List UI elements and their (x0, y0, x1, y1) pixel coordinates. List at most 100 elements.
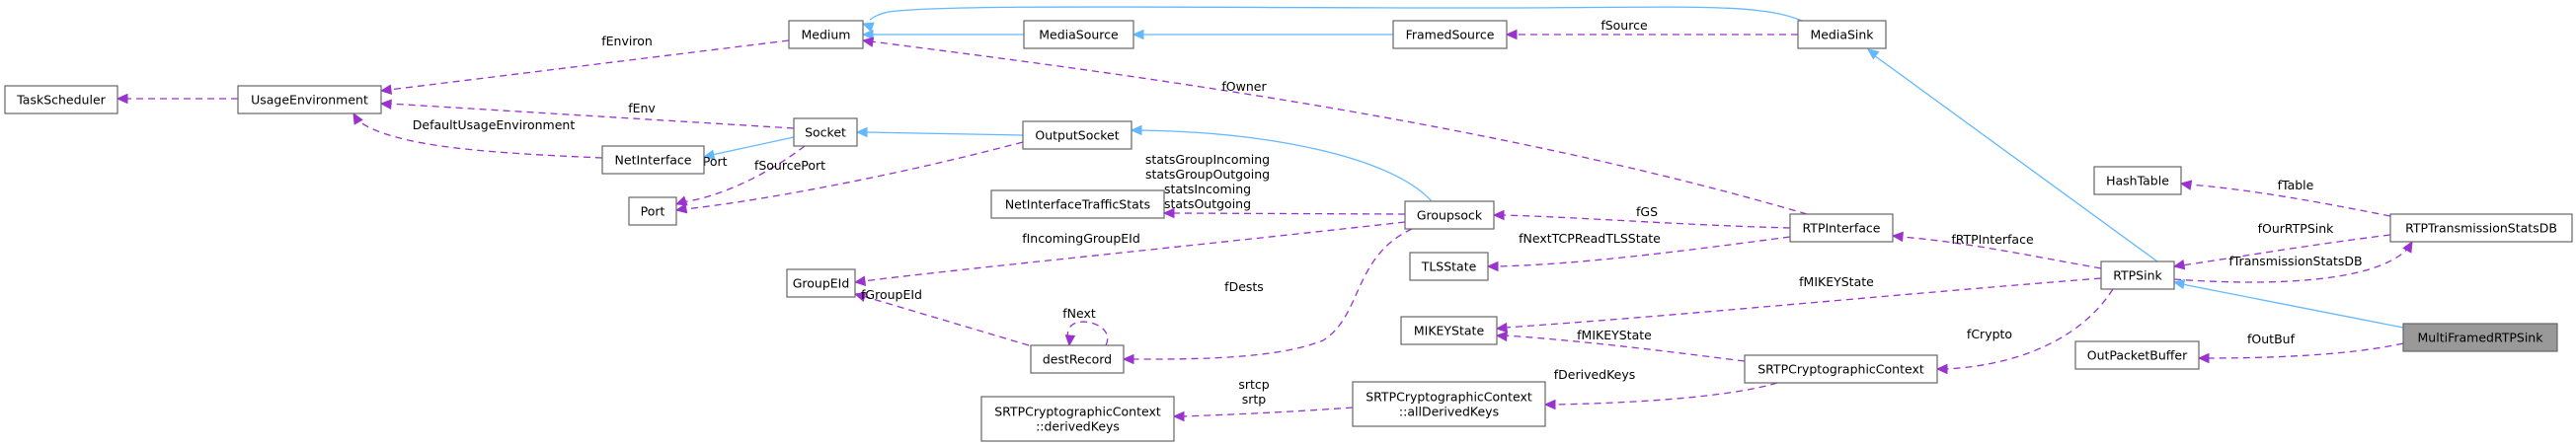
edge-label-line: statsOutgoing (1164, 196, 1251, 211)
edge-line (1138, 129, 1433, 202)
edge-label-frtpinterface: fRTPInterface (1951, 232, 2034, 247)
class-node-rtpinterface[interactable]: RTPInterface (1789, 213, 1894, 243)
arrowhead-icon (1064, 334, 1076, 347)
node-box[interactable] (2402, 323, 2558, 352)
edge-line (1066, 321, 1109, 346)
edge-label-line: DefaultUsageEnvironment (413, 117, 576, 132)
class-node-rtptransmissionstatsdb[interactable]: RTPTransmissionStatsDB (2389, 213, 2573, 243)
edge-label-line: fDerivedKeys (1554, 367, 1636, 382)
member-edge-rtpinterface-to-groupsock (1492, 209, 1791, 229)
node-box[interactable] (1352, 381, 1546, 427)
class-node-netinterface[interactable]: NetInterface (601, 145, 705, 175)
edge-line (2206, 342, 2404, 359)
class-node-framedsource[interactable]: FramedSource (1392, 20, 1508, 49)
edge-line (2181, 234, 2391, 266)
node-box[interactable] (980, 396, 1175, 442)
node-box[interactable] (1404, 200, 1495, 230)
node-box[interactable] (1789, 213, 1894, 243)
edge-line (862, 221, 1406, 282)
arrowhead-icon (1130, 124, 1142, 136)
node-box[interactable] (1392, 20, 1508, 49)
edge-line (1504, 277, 2102, 329)
class-node-groupsock[interactable]: Groupsock (1404, 200, 1495, 230)
edge-line (864, 131, 1024, 136)
class-node-tlsstate[interactable]: TLSState (1409, 252, 1489, 281)
class-node-usageenvironment[interactable]: UsageEnvironment (237, 85, 382, 114)
node-label: MediaSink (1810, 28, 1874, 42)
node-box[interactable] (2100, 260, 2175, 290)
node-label: Port (641, 204, 665, 219)
edge-line (870, 40, 1808, 215)
node-box[interactable] (2389, 213, 2573, 243)
edge-label-line: fRTPInterface (1951, 232, 2034, 247)
inheritance-edge-mediasource-to-medium (861, 29, 1024, 40)
class-node-srtpcryptographiccontext-allderivedkeys[interactable]: SRTPCryptographicContext::allDerivedKeys (1352, 381, 1546, 427)
class-node-destrecord[interactable]: destRecord (1030, 344, 1125, 374)
node-label: MIKEYState (1414, 324, 1485, 338)
class-node-netinterfacetrafficstats[interactable]: NetInterfaceTrafficStats (990, 189, 1165, 219)
member-edge-destrecord-to-destrecord (1064, 321, 1109, 347)
node-box[interactable] (1400, 316, 1498, 345)
node-box[interactable] (2093, 166, 2182, 195)
arrowhead-icon (853, 275, 867, 286)
node-box[interactable] (1030, 344, 1125, 374)
edge-line (2188, 184, 2391, 217)
edge-label-line: fMIKEYState (1577, 328, 1652, 342)
edge-label-line: statsIncoming (1164, 182, 1251, 196)
class-node-groupeid[interactable]: GroupEId (786, 268, 856, 298)
class-node-port[interactable]: Port (628, 196, 677, 226)
edge-label-line: fSourcePort (754, 158, 825, 173)
class-node-outpacketbuffer[interactable]: OutPacketBuffer (2074, 340, 2200, 370)
edge-line (1504, 334, 1746, 362)
arrowhead-icon (1867, 48, 1880, 60)
edge-label-fmikeystate: fMIKEYState (1577, 328, 1652, 342)
member-edge-netinterface-to-usageenvironment (352, 112, 603, 159)
edges-layer (116, 6, 2413, 422)
node-box[interactable] (1022, 120, 1132, 150)
class-node-srtpcryptographiccontext[interactable]: SRTPCryptographicContext (1744, 354, 1938, 384)
node-box[interactable] (1409, 252, 1489, 281)
member-edge-rtptransmissionstatsdb-to-rtpsink (2172, 234, 2391, 270)
class-node-hashtable[interactable]: HashTable (2093, 166, 2182, 195)
member-edge-mediasink-to-framedsource (1505, 29, 1798, 40)
edge-label-fowner: fOwner (1221, 79, 1267, 94)
edge-label-fderivedkeys: fDerivedKeys (1554, 367, 1636, 382)
node-box[interactable] (793, 117, 858, 147)
member-edge-destrecord-to-groupeid (853, 291, 1030, 346)
node-label: Socket (805, 125, 846, 140)
arrowhead-icon (1492, 209, 1505, 221)
arrowhead-icon (1162, 207, 1175, 219)
edge-label-fnexttcpreadtlsstate: fNextTCPReadTLSState (1519, 231, 1661, 246)
arrowhead-icon (352, 112, 363, 125)
class-node-medium[interactable]: Medium (788, 20, 864, 49)
class-node-srtpcryptographiccontext-derivedkeys[interactable]: SRTPCryptographicContext::derivedKeys (980, 396, 1175, 442)
node-box[interactable] (237, 85, 382, 114)
node-box[interactable] (2074, 340, 2200, 370)
node-box[interactable] (1797, 20, 1887, 49)
node-box[interactable] (788, 20, 864, 49)
class-node-taskscheduler[interactable]: TaskScheduler (4, 85, 118, 114)
class-node-mikeystate[interactable]: MIKEYState (1400, 316, 1498, 345)
edge-label-fgs: fGS (1636, 204, 1658, 219)
edge-label-line: srtcp (1238, 377, 1269, 392)
edge-label-line: fPort (698, 154, 727, 169)
node-label: TLSState (1421, 260, 1477, 274)
node-box[interactable] (1023, 20, 1134, 49)
node-box[interactable] (786, 268, 856, 298)
node-box[interactable] (1744, 354, 1938, 384)
arrowhead-icon (116, 93, 128, 105)
class-node-socket[interactable]: Socket (793, 117, 858, 147)
node-box[interactable] (990, 189, 1165, 219)
class-node-outputsocket[interactable]: OutputSocket (1022, 120, 1132, 150)
node-box[interactable] (4, 85, 118, 114)
node-box[interactable] (601, 145, 705, 175)
arrowhead-icon (861, 29, 874, 40)
inheritance-edge-outputsocket-to-socket (855, 126, 1024, 138)
class-node-mediasink[interactable]: MediaSink (1797, 20, 1887, 49)
class-node-mediasource[interactable]: MediaSource (1023, 20, 1134, 49)
arrowhead-icon (1505, 29, 1518, 40)
node-box[interactable] (628, 196, 677, 226)
class-node-rtpsink[interactable]: RTPSink (2100, 260, 2175, 290)
class-node-multiframedrtpsink[interactable]: MultiFramedRTPSink (2402, 323, 2558, 352)
